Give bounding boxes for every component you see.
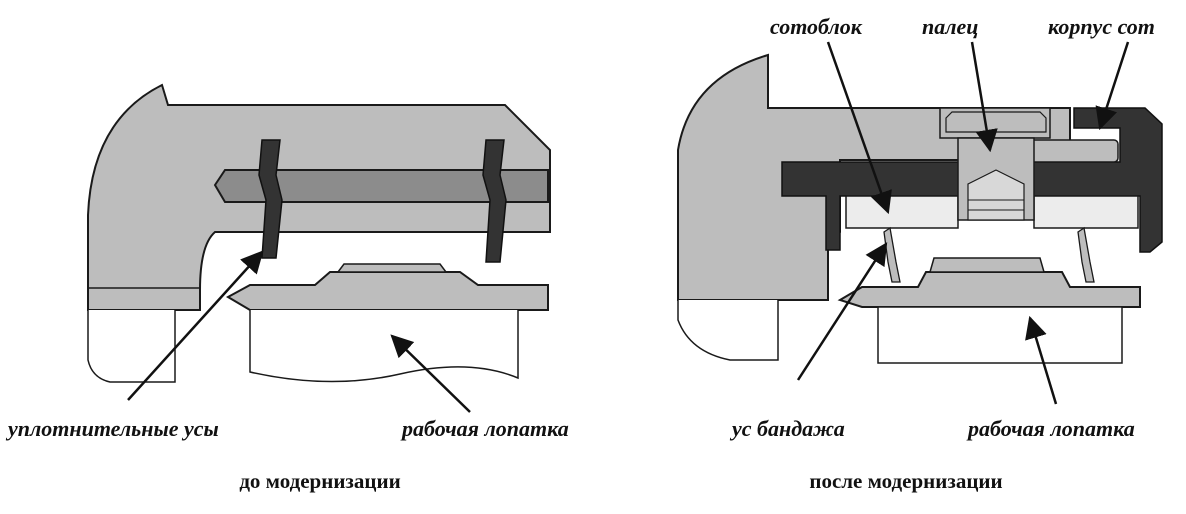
caption-after: после модернизации	[809, 469, 1002, 493]
before-shroud-bump	[336, 263, 448, 273]
before-seal-fin-1	[258, 139, 283, 259]
after-diagram	[677, 41, 1163, 405]
caption-before: до модернизации	[239, 469, 400, 493]
before-blade-shroud	[225, 271, 549, 311]
after-shroud-whisker-1	[883, 226, 901, 283]
before-casing-lower	[87, 310, 176, 383]
label-shroud-whisker: ус бандажа	[729, 416, 845, 441]
after-honeycomb-block-left	[845, 195, 959, 229]
after-casing-lower	[677, 300, 779, 361]
before-rod	[213, 169, 549, 203]
after-shroud-whisker-2	[1077, 226, 1095, 283]
label-sealing-fins: уплотнительные усы	[5, 416, 219, 441]
after-blade-body	[877, 306, 1123, 364]
after-shroud-bump	[929, 257, 1045, 273]
label-honeycomb-housing: корпус сот	[1048, 14, 1155, 39]
label-blade-before: рабочая лопатка	[400, 416, 569, 441]
after-housing-plate	[1029, 139, 1119, 163]
before-seal-fin-2	[482, 139, 507, 263]
label-blade-after: рабочая лопатка	[966, 416, 1135, 441]
after-honeycomb-block-right	[1033, 195, 1139, 229]
label-pin: палец	[922, 14, 979, 39]
after-blade-shroud	[837, 271, 1141, 308]
before-diagram	[87, 83, 551, 413]
label-honeycomb-block: сотоблок	[770, 14, 863, 39]
before-blade-body	[249, 310, 519, 383]
